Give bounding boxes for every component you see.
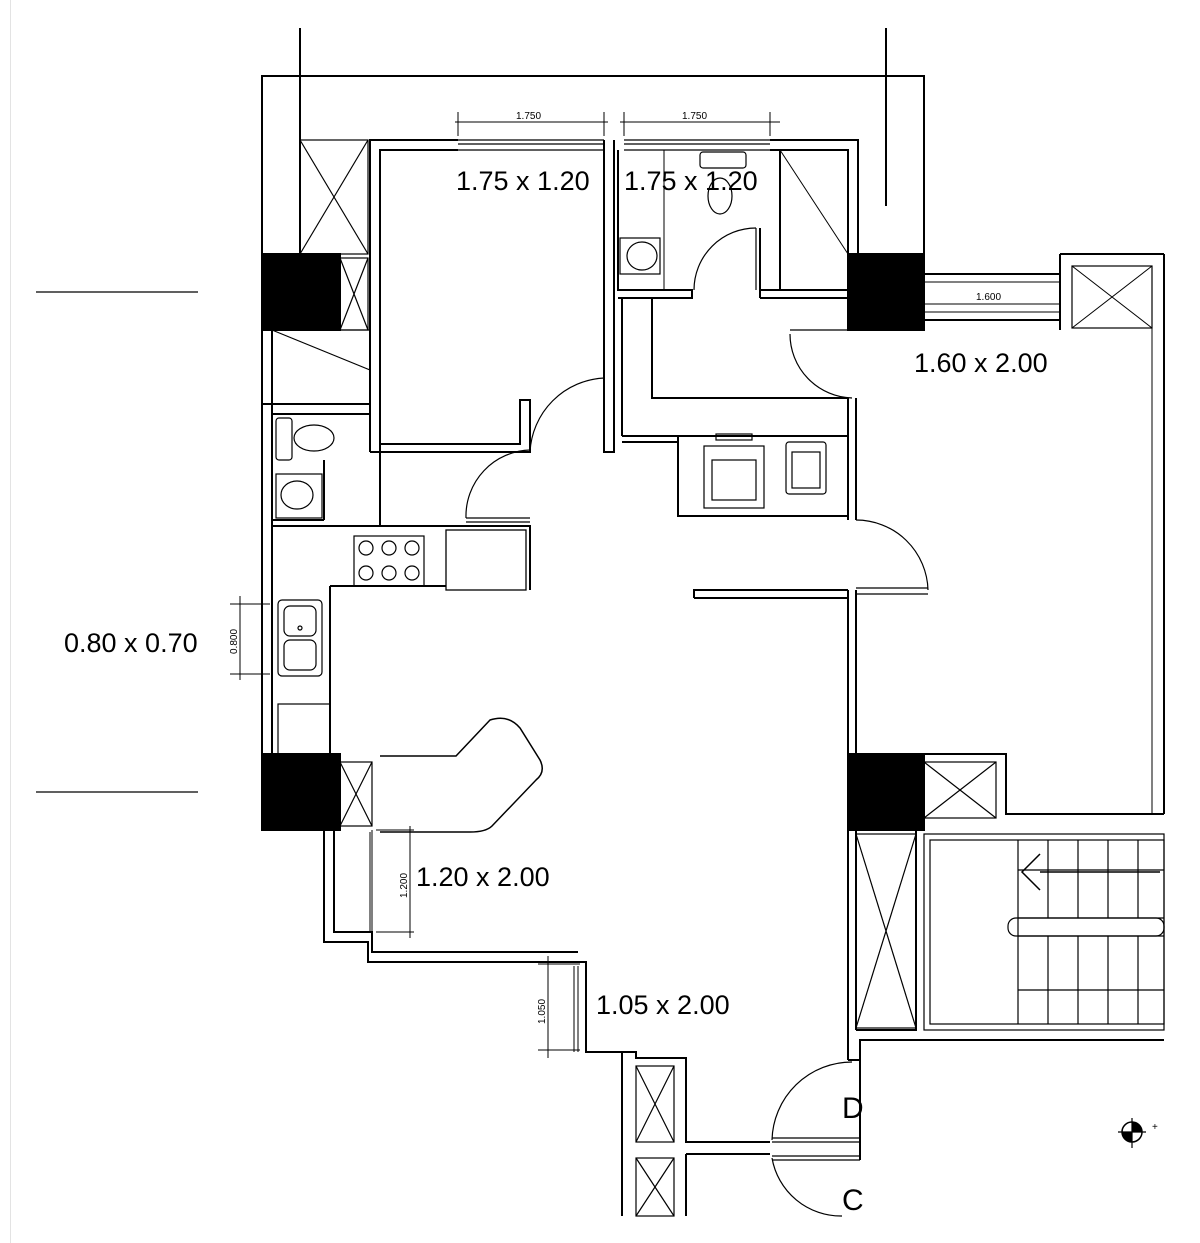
bath-door <box>693 227 757 291</box>
vertical-dimension-lines <box>230 596 580 1058</box>
column-sw <box>261 753 341 831</box>
entry-door-lower <box>771 1157 843 1217</box>
stove-icon <box>353 535 425 587</box>
dim-top-left: 1.750 <box>516 111 541 122</box>
kitchen-island <box>380 717 543 833</box>
stair-arrow-icon <box>1020 853 1160 891</box>
laundry-door-label: 1.20 x 2.00 <box>416 862 550 892</box>
lower-walls <box>261 754 1164 1216</box>
bedroom-window <box>458 139 604 151</box>
toilet-icon-2 <box>275 417 335 461</box>
balcony-door-swing <box>789 333 853 399</box>
dim-balcony: 1.600 <box>976 292 1001 303</box>
column-ne <box>847 253 925 331</box>
kitchen-door <box>465 449 531 519</box>
bathroom-walls <box>617 139 859 299</box>
entry-window-label: 1.05 x 2.00 <box>596 990 730 1020</box>
dim-laundry-vertical: 1.200 <box>399 873 410 898</box>
toilet-icon <box>699 151 747 215</box>
sink-icon <box>619 237 661 275</box>
entry-closets <box>635 833 917 1217</box>
hall-walls <box>621 298 857 520</box>
column-se <box>847 753 925 831</box>
dim-kitchen-vertical: 0.800 <box>229 629 240 654</box>
fridge-icon <box>277 703 331 755</box>
entry-door <box>771 1061 853 1141</box>
hall-door <box>855 519 929 591</box>
kitchen-left-walls <box>261 330 531 754</box>
closet-nw <box>271 329 371 405</box>
north-arrow-icon <box>1118 1118 1146 1148</box>
bath-window-label: 1.75 x 1.20 <box>624 166 758 196</box>
bath-window <box>624 139 770 151</box>
double-sink-icon <box>277 599 323 677</box>
dim-top-right: 1.750 <box>682 111 707 122</box>
doors <box>465 227 929 1217</box>
stair <box>923 833 1165 1031</box>
bedroom-door <box>529 377 605 453</box>
kitchen-window-label: 0.80 x 0.70 <box>64 628 198 658</box>
balcony-door-label: 1.60 x 2.00 <box>914 348 1048 378</box>
dryer-icon <box>785 441 827 495</box>
shaft-se <box>923 761 997 819</box>
top-dimension-lines <box>455 112 780 136</box>
right-walls <box>693 253 1165 815</box>
dim-entry-vertical: 1.050 <box>537 999 548 1024</box>
north-mark-plus: + <box>1152 1122 1158 1133</box>
shaft-sw <box>339 761 373 827</box>
shaft-nw <box>299 139 369 331</box>
column-nw <box>261 253 341 331</box>
washer-icon <box>703 433 765 509</box>
bedroom-window-label: 1.75 x 1.20 <box>456 166 590 196</box>
grid-mark-c: C <box>842 1184 864 1217</box>
grid-mark-d: D <box>842 1092 864 1125</box>
sink-icon-2 <box>275 473 323 519</box>
